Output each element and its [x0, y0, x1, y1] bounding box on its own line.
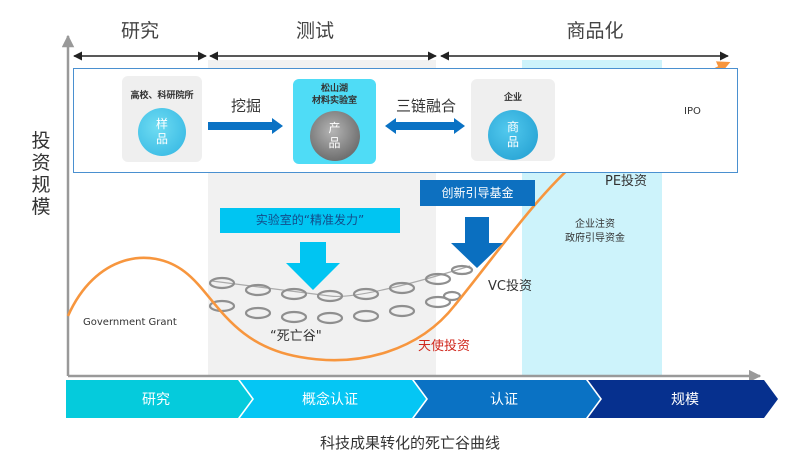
phase-title-research: 研究: [120, 20, 159, 42]
chain-upper: [208, 264, 474, 303]
corporate-investment-line1: 企业注资: [575, 219, 615, 230]
phase-title-testing: 测试: [295, 20, 334, 42]
sample-line2: 品: [155, 132, 168, 146]
stage-scale-shape: [588, 380, 778, 418]
stage-proof-of-concept: 概念认证: [302, 392, 358, 408]
lab-focus-banner: 实验室的“精准发力”: [220, 208, 400, 233]
dig-arrow-icon: [208, 118, 283, 134]
company-card: 企业 商 品: [471, 79, 555, 161]
lab-card-title-1: 松山湖: [320, 84, 348, 94]
angel-investment-label: 天使投资: [418, 339, 471, 354]
integrate-arrow-icon: [385, 118, 465, 134]
death-valley-label: “死亡谷": [270, 329, 322, 344]
product-circle: 产 品: [309, 111, 360, 161]
goods-line1: 商: [506, 120, 519, 134]
stage-research: 研究: [142, 392, 170, 408]
stage-bar: [66, 380, 778, 418]
phase-title-commercialization: 商品化: [566, 20, 624, 42]
y-axis-label: 投资规模: [31, 130, 51, 218]
stage-validation: 认证: [490, 392, 518, 408]
stage-validation-shape: [414, 380, 600, 418]
corporate-investment-line2: 政府引导资金: [565, 233, 625, 244]
goods-line2: 品: [506, 135, 519, 149]
innovation-fund-banner: 创新引导基金: [420, 180, 535, 206]
stage-scale: 规模: [671, 392, 699, 408]
product-line2: 品: [328, 136, 341, 150]
company-card-title: 企业: [503, 93, 522, 103]
integrate-label: 三链融合: [396, 97, 457, 115]
ipo-label: IPO: [684, 106, 701, 117]
sample-circle: 样 品: [138, 108, 186, 156]
sample-line1: 样: [155, 117, 168, 131]
university-card-title: 高校、科研院所: [130, 91, 194, 101]
fund-down-arrow: [451, 217, 503, 268]
stage-research-shape: [66, 380, 252, 418]
vc-investment-label: VC投资: [488, 279, 532, 294]
corporate-investment-label: 企业注资 政府引导资金: [560, 218, 630, 246]
figure-caption: 科技成果转化的死亡谷曲线: [319, 434, 500, 452]
university-card: 高校、科研院所 样 品: [122, 76, 202, 162]
goods-circle: 商 品: [488, 110, 538, 160]
pe-investment-label: PE投资: [605, 174, 648, 189]
lab-down-arrow: [286, 242, 340, 290]
government-grant-label: Government Grant: [83, 317, 177, 328]
dig-label: 挖掘: [231, 97, 262, 115]
lab-card: 松山湖 材料实验室 产 品: [293, 79, 376, 164]
product-line1: 产: [328, 121, 341, 135]
stage-poc-shape: [240, 380, 426, 418]
lab-card-title-2: 材料实验室: [311, 96, 357, 106]
